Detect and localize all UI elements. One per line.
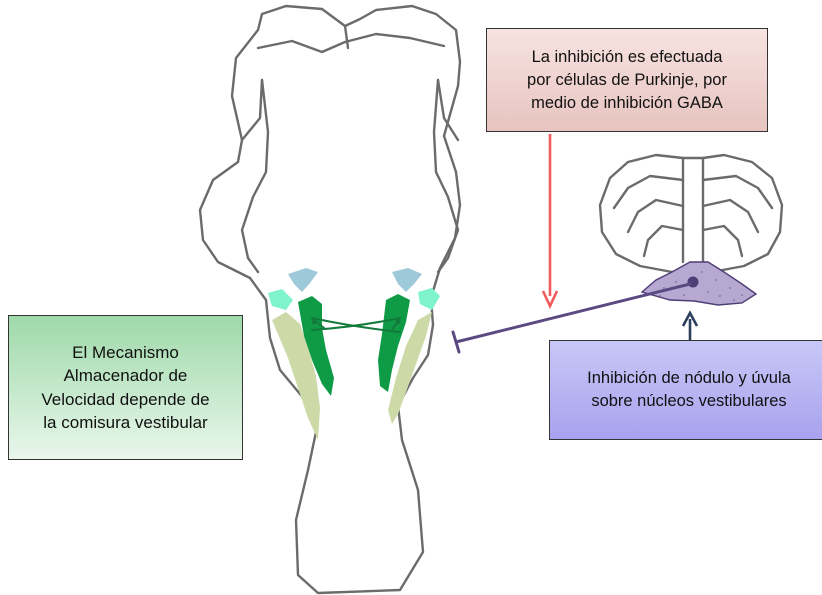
nodulus-callout-text: Inhibición de nódulo y úvula sobre núcle…: [587, 367, 791, 413]
right-peduncle: [434, 80, 458, 272]
purkinje-line-1: La inhibición es efectuada: [527, 46, 727, 69]
purkinje-inhibition-callout: La inhibición es efectuada por células d…: [486, 28, 768, 132]
purkinje-line-3: medio de inhibición GABA: [527, 92, 727, 115]
inhibitory-line: [456, 284, 690, 342]
light-blue-nucleus-left: [288, 268, 318, 292]
commissure-node-right: [396, 320, 401, 325]
midline-top: [345, 26, 348, 48]
vestibular-nuclei-left: [268, 268, 334, 440]
nodulus-line-2: sobre núcleos vestibulares: [587, 390, 791, 413]
velocity-line-4: la comisura vestibular: [41, 411, 209, 435]
velocity-storage-callout: El Mecanismo Almacenador de Velocidad de…: [8, 315, 243, 460]
purkinje-line-2: por células de Purkinje, por: [527, 69, 727, 92]
cerebellum-outline: [600, 155, 782, 272]
colliculi-outline: [258, 34, 444, 52]
mint-nucleus-left: [268, 289, 293, 310]
vermis: [683, 158, 703, 262]
nodulus-uvula-callout: Inhibición de nódulo y úvula sobre núcle…: [549, 340, 822, 440]
left-peduncle: [242, 80, 268, 272]
mint-nucleus-right: [418, 288, 440, 310]
purkinje-callout-text: La inhibición es efectuada por células d…: [527, 46, 727, 115]
velocity-callout-text: El Mecanismo Almacenador de Velocidad de…: [41, 341, 209, 435]
commissure-node-left: [312, 320, 317, 325]
red-arrow: [543, 134, 557, 306]
fold-r2: [703, 200, 758, 232]
fold-r3: [703, 226, 742, 256]
velocity-line-3: Velocidad depende de: [41, 388, 209, 412]
right-shoulder: [438, 80, 458, 140]
nodulus-line-1: Inhibición de nódulo y úvula: [587, 367, 791, 390]
navy-arrow: [683, 313, 697, 340]
light-blue-nucleus-right: [392, 268, 422, 292]
fold-l3: [644, 226, 683, 256]
velocity-line-2: Almacenador de: [41, 364, 209, 388]
left-shoulder: [242, 80, 262, 140]
fold-l2: [628, 200, 683, 232]
cerebellum-body: [600, 155, 782, 272]
velocity-line-1: El Mecanismo: [41, 341, 209, 365]
nodulus-point: [688, 277, 699, 288]
